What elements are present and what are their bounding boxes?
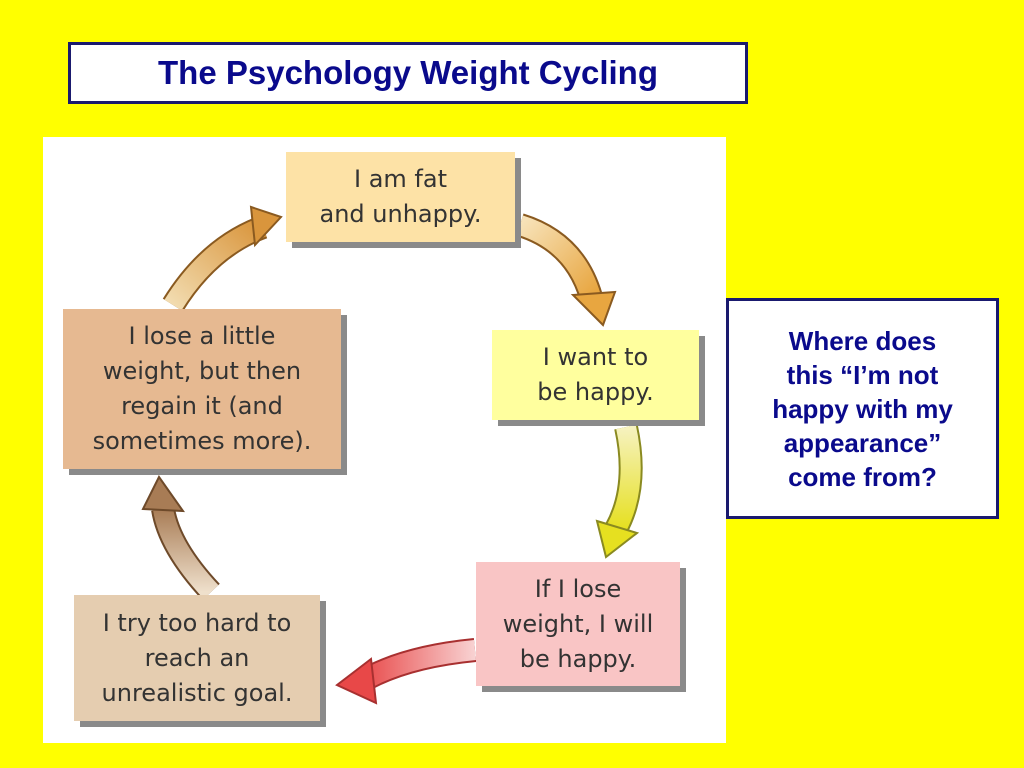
question-box: Where does this “I’m not happy with my a… <box>726 298 999 519</box>
cycle-step-fat-unhappy: I am fat and unhappy. <box>286 152 515 242</box>
cycle-diagram: I am fat and unhappy. I want to be happy… <box>43 137 726 743</box>
arrow-fat-to-want <box>516 213 617 327</box>
cycle-arrows <box>141 205 643 705</box>
slide-title: The Psychology Weight Cycling <box>158 54 658 91</box>
cycle-step-try-too-hard: I try too hard to reach an unrealistic g… <box>74 595 320 721</box>
arrow-try-to-regain <box>141 475 220 601</box>
question-text: Where does this “I’m not happy with my a… <box>772 325 953 492</box>
arrow-lose-to-try <box>335 638 477 705</box>
arrow-regain-to-fat <box>162 205 283 312</box>
cycle-step-regain-weight: I lose a little weight, but then regain … <box>63 309 341 469</box>
arrow-want-to-lose <box>595 424 643 559</box>
title-box: The Psychology Weight Cycling <box>68 42 748 104</box>
cycle-step-want-happy: I want to be happy. <box>492 330 699 420</box>
cycle-step-lose-weight-happy: If I lose weight, I will be happy. <box>476 562 680 686</box>
